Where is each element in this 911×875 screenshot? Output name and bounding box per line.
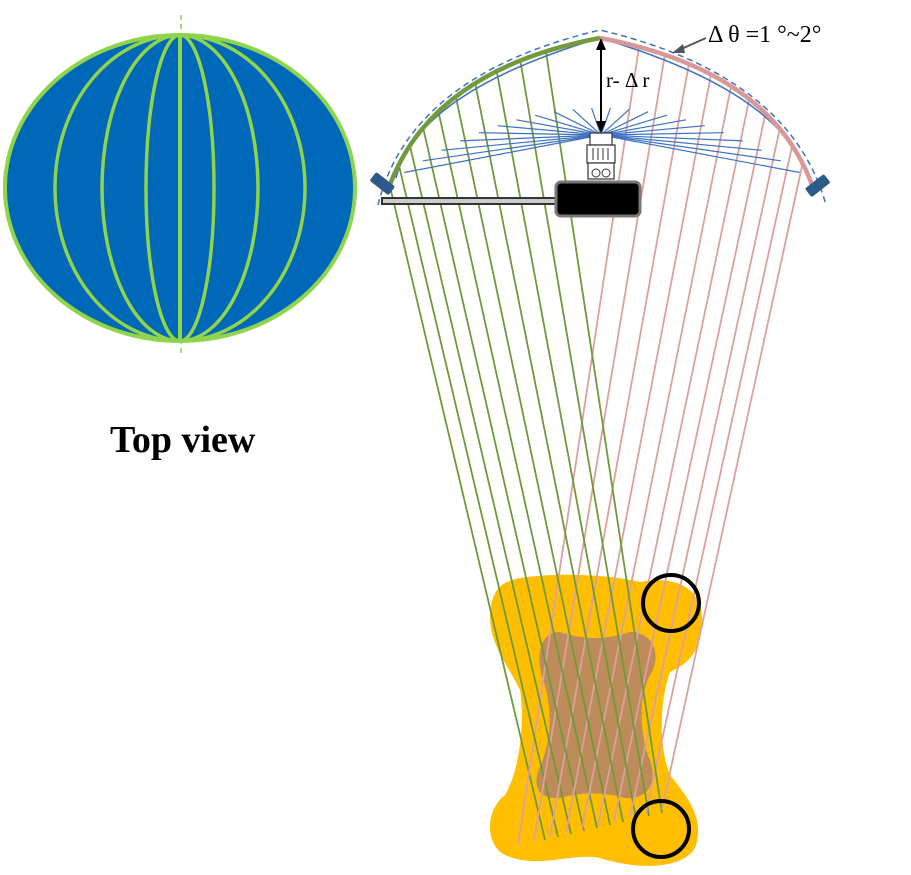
beam-line-left [519,60,650,817]
left-mount-block [370,172,395,195]
beam-line-right [565,74,712,834]
globe-meridian [53,35,307,341]
scanned-object [490,574,703,866]
beam-line-right [613,113,767,822]
beam-line-right [645,145,794,814]
fan-line [441,134,602,151]
fan-line [553,111,602,136]
angle-step-label: Δ θ =1 °~2° [708,22,821,48]
globe-meridian [144,35,216,341]
beam-line-right [517,46,640,846]
region-markers [631,573,701,859]
beam-lines [388,46,804,846]
fan-line [600,108,630,136]
fan-line [497,125,602,136]
table-rail [381,197,571,205]
detector-arc-left [385,35,601,191]
detector-arc-right [599,35,815,186]
globe-meridian [100,35,260,341]
fan-line [600,132,724,136]
beam-line-left [409,145,572,835]
top-view-label: Top view [110,419,256,461]
fan-line [600,134,800,174]
lower-region-circle [631,799,691,859]
upper-region-circle [641,573,701,633]
beam-line-right [549,63,690,838]
beam-line-left [474,83,624,823]
fan-line [600,111,649,136]
fan-line [404,134,602,174]
fan-line [600,134,762,151]
right-mount-block [805,174,830,197]
patient-table-icon [381,180,642,218]
fan-line [535,114,602,136]
fan-line [600,134,743,142]
radius-arrow-head-top [596,38,606,50]
radius-arrow-head-bottom [596,121,606,133]
radius-label: r- Δ r [606,68,649,92]
fan-line [600,114,668,136]
fan-line [600,119,687,136]
beam-line-right [629,128,781,818]
beam-line-left [422,127,585,832]
top-view-globe [3,15,357,355]
beam-line-left [388,184,546,841]
beam-line-left [397,164,559,838]
beam-line-left [454,96,611,826]
table-base [554,180,642,218]
beam-line-right [597,98,751,826]
fan-line [478,132,602,136]
gantry: r- Δ r Δ θ =1 °~2° [370,22,830,218]
dashed-orbit [377,29,827,206]
beam-line-left [495,71,637,820]
beam-line-right [661,163,804,810]
fan-line [460,134,602,142]
beam-line-right [581,85,732,830]
beam-line-left [437,111,598,829]
globe-meridians [53,35,307,341]
beam-line-left [545,51,663,814]
fan-line [600,134,781,162]
fan-line [516,119,602,136]
fan-line [422,134,602,162]
x-ray-source-icon [586,132,616,180]
fan-line [572,108,602,136]
angle-pointer-head [672,44,685,53]
fan-line [600,125,705,136]
